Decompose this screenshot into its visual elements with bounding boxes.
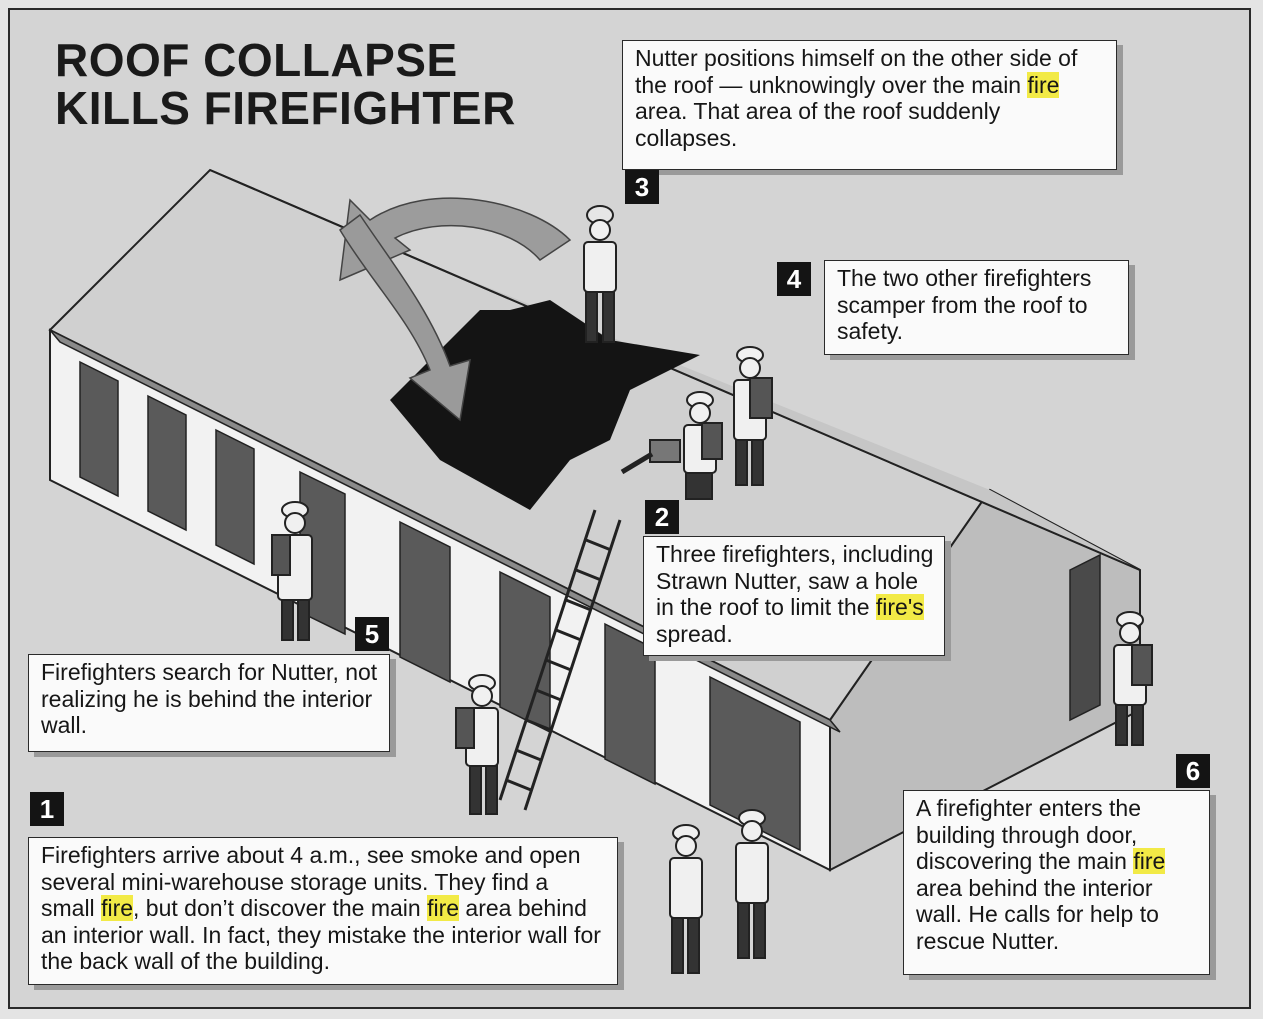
step-number-4: 4 (777, 262, 811, 296)
step-number-5: 5 (355, 617, 389, 651)
infographic-frame: ROOF COLLAPSE KILLS FIREFIGHTER Nutter p… (8, 8, 1251, 1009)
firefighter-ground-1 (669, 824, 703, 974)
firefighter-nutter (583, 205, 617, 343)
ladder (498, 509, 622, 811)
side-door (1069, 553, 1101, 722)
chainsaw (620, 439, 681, 475)
step-number-3: 3 (625, 170, 659, 204)
firefighter-ladder (455, 674, 499, 815)
step-number-6: 6 (1176, 754, 1210, 788)
firefighter-roof-1 (733, 346, 773, 486)
callout-step-6: A firefighter enters the building throug… (903, 790, 1210, 975)
firefighter-roof-2 (683, 391, 723, 500)
firefighter-door (1113, 611, 1153, 746)
callout-step-5: Firefighters search for Nutter, not real… (28, 654, 390, 752)
step-number-1: 1 (30, 792, 64, 826)
page-title: ROOF COLLAPSE KILLS FIREFIGHTER (55, 36, 516, 132)
roof-hole (390, 300, 700, 510)
callout-text: Firefighters arrive about 4 a.m., see sm… (41, 842, 601, 974)
callout-step-2: Three firefighters, including Strawn Nut… (643, 536, 945, 656)
title-line-1: ROOF COLLAPSE (55, 34, 458, 86)
title-line-2: KILLS FIREFIGHTER (55, 82, 516, 134)
callout-text: The two other firefighters scamper from … (837, 265, 1092, 344)
firefighters (271, 205, 1153, 974)
callout-step-3: Nutter positions himself on the other si… (622, 40, 1117, 170)
callout-text: Nutter positions himself on the other si… (635, 45, 1078, 151)
callout-step-1: Firefighters arrive about 4 a.m., see sm… (28, 837, 618, 985)
path-arrow (339, 197, 572, 282)
callout-text: Three firefighters, including Strawn Nut… (656, 541, 934, 647)
storage-doors (79, 360, 801, 852)
firefighter-ground-2 (735, 809, 769, 959)
callout-text: Firefighters search for Nutter, not real… (41, 659, 378, 738)
callout-step-4: The two other firefighters scamper from … (824, 260, 1129, 355)
callout-text: A firefighter enters the building throug… (916, 795, 1166, 954)
firefighter-search (271, 501, 313, 641)
collapse-arrow (339, 213, 471, 422)
step-number-2: 2 (645, 500, 679, 534)
